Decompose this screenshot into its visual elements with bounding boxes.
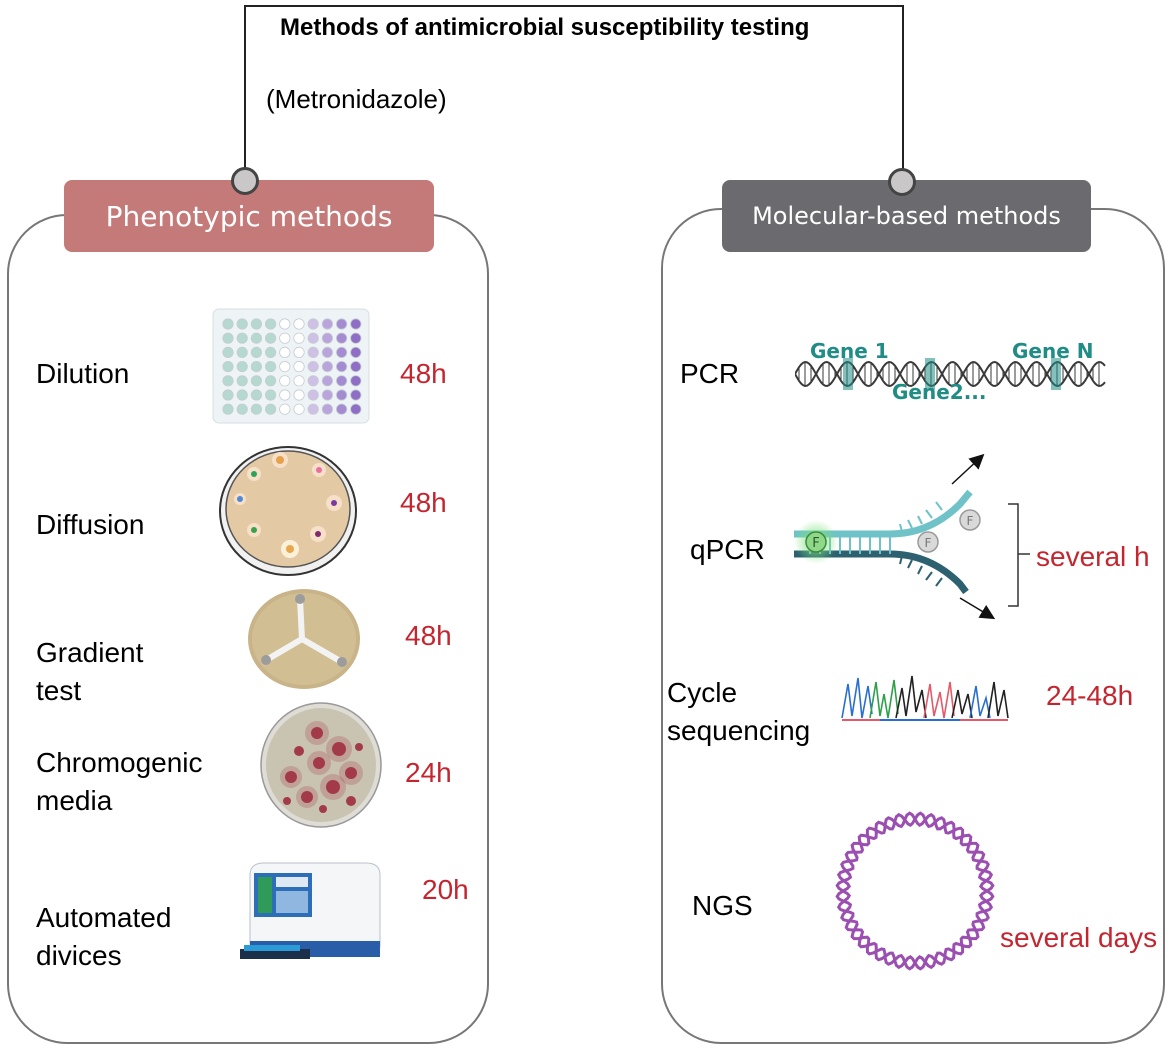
ngs-time: several days xyxy=(1000,922,1158,953)
gradient-test-time: 48h xyxy=(405,620,452,651)
cycle-sequencing-label-line2: sequencing xyxy=(667,715,811,746)
microplate-icon xyxy=(212,308,370,424)
automated-label-line1: Automated xyxy=(36,902,172,933)
chromogenic-label-line2: media xyxy=(36,785,113,816)
chromogenic-time: 24h xyxy=(405,757,452,788)
automated-time: 20h xyxy=(422,874,469,905)
chromogenic-label-line1: Chromogenic xyxy=(36,747,203,778)
diagram-subtitle: (Metronidazole) xyxy=(266,84,447,114)
diffusion-label: Diffusion xyxy=(36,509,145,540)
free-fluorophore-letter-2: F xyxy=(925,536,932,550)
automated-label-line2: divices xyxy=(36,940,122,971)
qpcr-label: qPCR xyxy=(690,534,765,565)
diffusion-time: 48h xyxy=(400,487,447,518)
pcr-label: PCR xyxy=(680,358,740,389)
disk-diffusion-plate-icon xyxy=(219,446,357,576)
phenotypic-connector-node xyxy=(231,167,259,195)
dna-helix-icon xyxy=(795,358,1106,390)
cycle-sequencing-time: 24-48h xyxy=(1046,680,1134,711)
chromatogram-icon xyxy=(841,675,1009,721)
dilution-time: 48h xyxy=(400,358,447,389)
automated-analyzer-icon xyxy=(240,862,381,959)
cycle-sequencing-label-line1: Cycle xyxy=(667,677,738,708)
chromogenic-plate-icon xyxy=(260,702,382,828)
phenotypic-header: Phenotypic methods xyxy=(64,180,434,252)
qpcr-time: several h xyxy=(1036,541,1150,572)
dilution-label: Dilution xyxy=(36,358,130,389)
gene-1-label: Gene 1 xyxy=(810,339,889,363)
qpcr-probe-diagram: F F F xyxy=(794,453,1030,620)
gradient-test-label-line1: Gradient xyxy=(36,637,144,668)
gradient-strip-plate-icon xyxy=(248,589,360,689)
molecular-connector-node xyxy=(888,168,916,196)
diagram-title: Methods of antimicrobial susceptibility … xyxy=(280,14,810,41)
free-fluorophore-letter-1: F xyxy=(967,514,974,528)
gene-2-label: Gene2... xyxy=(892,380,987,404)
gene-n-label: Gene N xyxy=(1012,339,1094,363)
ngs-label: NGS xyxy=(692,890,753,921)
circular-dna-icon xyxy=(835,811,995,971)
gradient-test-label-line2: test xyxy=(36,675,82,706)
probe-fluorophore-letter: F xyxy=(812,536,819,551)
molecular-panel xyxy=(661,208,1165,1044)
